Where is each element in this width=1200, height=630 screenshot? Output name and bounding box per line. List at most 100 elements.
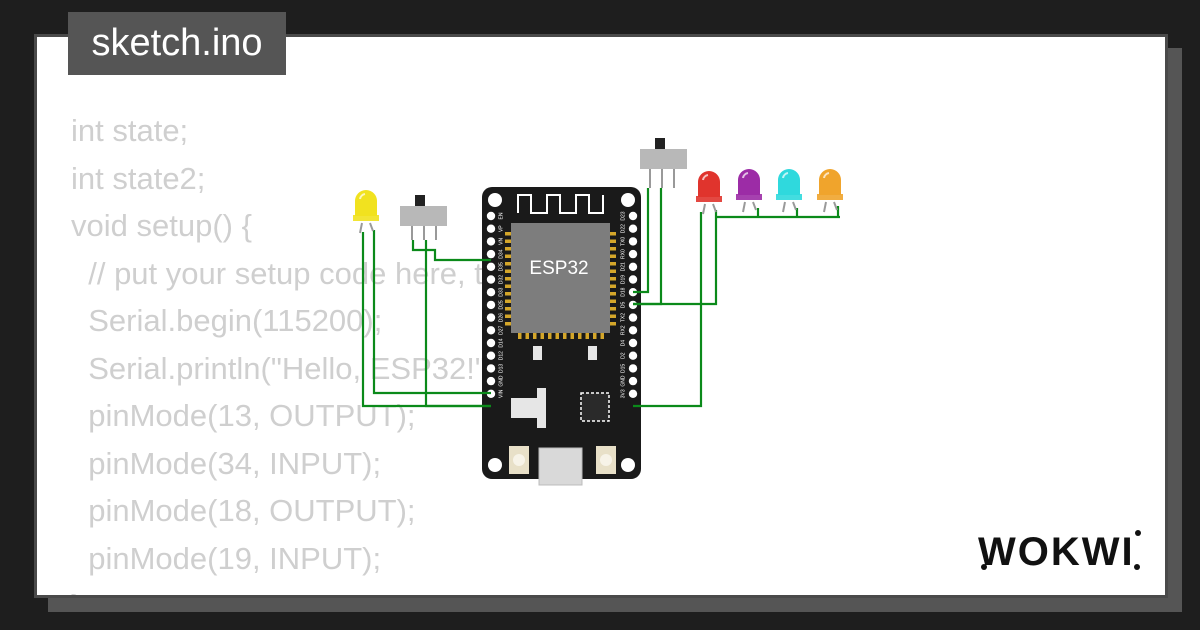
wire-left-switch-2 <box>424 240 491 408</box>
file-tab[interactable]: sketch.ino <box>68 12 286 75</box>
pin-label: RX2 <box>620 325 626 335</box>
wire-right-switch <box>633 188 650 294</box>
led-leg <box>742 201 746 213</box>
pin-hole[interactable] <box>628 313 638 322</box>
pin-hole[interactable] <box>486 313 496 322</box>
chip-pad <box>505 292 511 296</box>
en-button[interactable] <box>509 446 529 474</box>
pin-label: D14 <box>498 338 504 347</box>
pin-hole[interactable] <box>486 249 496 259</box>
pin-label: D22 <box>620 224 626 233</box>
chip-pad <box>610 284 616 288</box>
pin-label: 3V3 <box>620 389 626 398</box>
led-body <box>819 169 841 195</box>
chip-pad <box>533 333 537 339</box>
pin-hole[interactable] <box>628 211 638 221</box>
pin-hole[interactable] <box>486 338 496 348</box>
chip-pad <box>593 333 597 339</box>
boot-button[interactable] <box>596 446 616 474</box>
pin-label: D33 <box>498 287 504 296</box>
code-line: Serial.begin(115200); <box>71 303 383 338</box>
pin-hole[interactable] <box>628 275 638 284</box>
logo-dot <box>1134 564 1140 570</box>
pin-labels: ENVPVND34D35D32D33D25D26D27D14D12D13GNDV… <box>498 211 626 398</box>
pin-hole[interactable] <box>628 224 638 233</box>
led-leg <box>369 222 374 232</box>
mounting-hole <box>621 458 635 472</box>
led-purple[interactable] <box>736 169 762 213</box>
wires <box>361 188 840 408</box>
led-base <box>776 194 802 200</box>
slide-switch-right[interactable] <box>640 138 687 188</box>
chip-pad <box>505 322 511 326</box>
chip-pad <box>600 333 604 339</box>
pin-hole[interactable] <box>628 389 638 398</box>
led-body <box>698 171 720 197</box>
pin-hole[interactable] <box>486 211 496 221</box>
pin-label: D25 <box>498 300 504 309</box>
pin-label: D4 <box>620 340 626 347</box>
pin-hole[interactable] <box>486 262 496 271</box>
led-highlight <box>823 172 830 179</box>
chip-pad <box>570 333 574 339</box>
esp32-board[interactable]: ESP32 ENVPVND34D35D32D33D25D26D27D14D12D… <box>482 187 641 486</box>
wire-yellow-led-gnd <box>372 230 491 395</box>
pin-hole[interactable] <box>628 237 638 246</box>
code-line: pinMode(19, INPUT); <box>71 540 382 576</box>
voltage-regulator <box>511 398 537 418</box>
pin-label: VN <box>498 238 504 245</box>
pin-label: RX0 <box>620 249 626 259</box>
pin-hole[interactable] <box>486 224 496 233</box>
pin-hole[interactable] <box>628 338 638 348</box>
led-body <box>778 169 800 195</box>
pin-label: TX2 <box>620 313 626 322</box>
pin-label: D18 <box>620 287 626 296</box>
pin-hole[interactable] <box>486 351 496 360</box>
chip-pad <box>610 239 616 243</box>
usb-port[interactable] <box>538 447 583 486</box>
pin-label: D21 <box>620 262 626 271</box>
led-base <box>353 215 379 221</box>
led-red[interactable] <box>696 171 722 215</box>
pin-headers <box>486 211 638 398</box>
chip-pad <box>610 232 616 236</box>
led-leg <box>752 201 757 211</box>
chip-pad <box>540 333 544 339</box>
chip-pad <box>505 254 511 258</box>
wire-leds-gnd <box>633 212 703 408</box>
pin-label: D34 <box>498 249 504 258</box>
chip-pad <box>505 262 511 266</box>
chip-label: ESP32 <box>529 258 588 279</box>
code-line: int state2; <box>71 160 206 196</box>
pin-hole[interactable] <box>628 364 638 373</box>
pin-hole[interactable] <box>628 249 638 259</box>
pin-hole[interactable] <box>486 275 496 284</box>
pin-hole[interactable] <box>486 364 496 373</box>
pin-hole[interactable] <box>486 300 496 310</box>
code-line: pinMode(34, INPUT); <box>71 445 382 481</box>
led-leg <box>702 203 706 215</box>
capacitor <box>588 346 597 360</box>
pin-label: D23 <box>620 211 626 220</box>
chip-pad <box>555 333 559 339</box>
pin-hole[interactable] <box>486 376 496 386</box>
pin-hole[interactable] <box>628 326 638 335</box>
code-line: pinMode(13, OUTPUT); <box>71 398 416 433</box>
led-cyan[interactable] <box>776 169 802 213</box>
slide-switch-left[interactable] <box>400 195 447 240</box>
pin-hole[interactable] <box>486 288 496 297</box>
code-line: int state; <box>71 113 189 148</box>
pin-hole[interactable] <box>628 262 638 271</box>
pin-hole[interactable] <box>486 237 496 246</box>
pin-hole[interactable] <box>628 351 638 360</box>
pin-label: D26 <box>498 313 504 322</box>
chip-pad <box>505 299 511 303</box>
led-orange[interactable] <box>817 169 843 213</box>
led-yellow[interactable] <box>353 190 379 234</box>
pin-hole[interactable] <box>486 326 496 335</box>
pin-hole[interactable] <box>628 376 638 386</box>
led-highlight <box>702 174 709 181</box>
chip-pad <box>610 322 616 326</box>
led-body <box>355 190 377 216</box>
